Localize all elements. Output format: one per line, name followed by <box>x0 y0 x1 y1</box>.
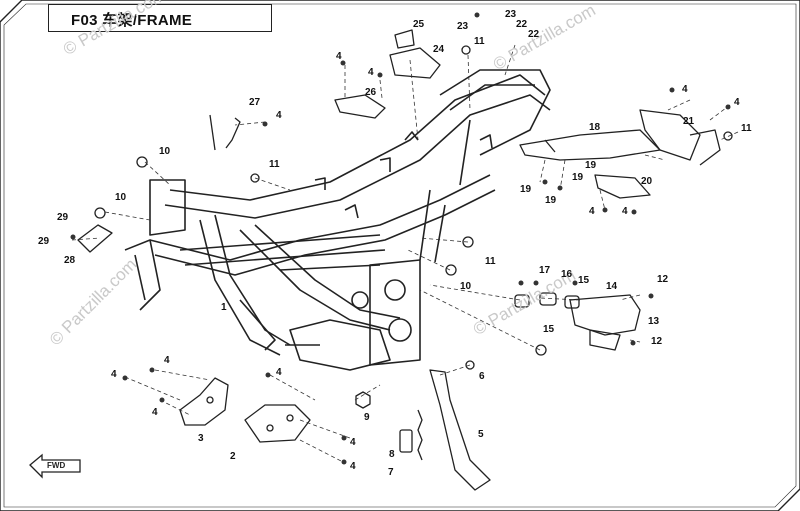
callout: 18 <box>589 122 601 133</box>
callout: 4 <box>622 206 628 217</box>
callout: 1 <box>221 302 227 313</box>
callout: 11 <box>474 36 485 47</box>
callout: 11 <box>485 256 496 267</box>
parts-drawing <box>77 29 733 491</box>
callout: 5 <box>478 429 484 440</box>
fwd-label: FWD <box>47 461 66 470</box>
callout: 19 <box>572 172 584 183</box>
callout: 22 <box>516 19 528 30</box>
callout: 7 <box>388 467 394 478</box>
dashed-leaders <box>71 44 739 463</box>
diagram-title: F03 车架/FRAME <box>71 12 193 29</box>
callout: 12 <box>657 274 669 285</box>
callout: 29 <box>57 212 69 223</box>
callout: 19 <box>585 160 597 171</box>
title-box: F03 车架/FRAME <box>48 4 272 32</box>
callout: 4 <box>734 97 740 108</box>
callout: 8 <box>389 449 395 460</box>
callout: 9 <box>364 412 370 423</box>
callout: 19 <box>520 184 532 195</box>
callout: 2 <box>230 451 236 462</box>
callout: 15 <box>543 324 555 335</box>
callout: 27 <box>249 97 261 108</box>
callout: 24 <box>433 44 445 55</box>
callout: 4 <box>350 461 356 472</box>
callout: 20 <box>641 176 653 187</box>
callout: 4 <box>276 367 282 378</box>
callout: 26 <box>365 87 377 98</box>
callout: 25 <box>413 19 425 30</box>
callout: 16 <box>561 269 573 280</box>
callout: 28 <box>64 255 76 266</box>
callout: 17 <box>539 265 551 276</box>
callout: 4 <box>336 51 342 62</box>
callout: 29 <box>38 236 50 247</box>
callout: 22 <box>528 29 540 40</box>
callout: 3 <box>198 433 204 444</box>
callout: 15 <box>578 275 590 286</box>
callout: 6 <box>479 371 485 382</box>
callout: 14 <box>606 281 618 292</box>
callout: 4 <box>152 407 158 418</box>
callout: 11 <box>269 159 280 170</box>
callout: 4 <box>276 110 282 121</box>
callout: 21 <box>683 116 695 127</box>
callout: 4 <box>164 355 170 366</box>
callout: 4 <box>682 84 688 95</box>
callout: 13 <box>648 316 660 327</box>
fastener-dots <box>70 12 731 465</box>
callout: 4 <box>589 206 595 217</box>
callout: 10 <box>159 146 171 157</box>
callout: 10 <box>115 192 127 203</box>
callout: 19 <box>545 195 557 206</box>
callout: 12 <box>651 336 663 347</box>
main-frame-drawing <box>124 69 551 371</box>
callout: 10 <box>460 281 472 292</box>
callout: 4 <box>350 437 356 448</box>
callout: 11 <box>741 123 752 134</box>
callout: 23 <box>457 21 469 32</box>
fwd-arrow-icon <box>29 453 81 479</box>
callout: 4 <box>368 67 374 78</box>
callout: 23 <box>505 9 517 20</box>
callout: 4 <box>111 369 117 380</box>
